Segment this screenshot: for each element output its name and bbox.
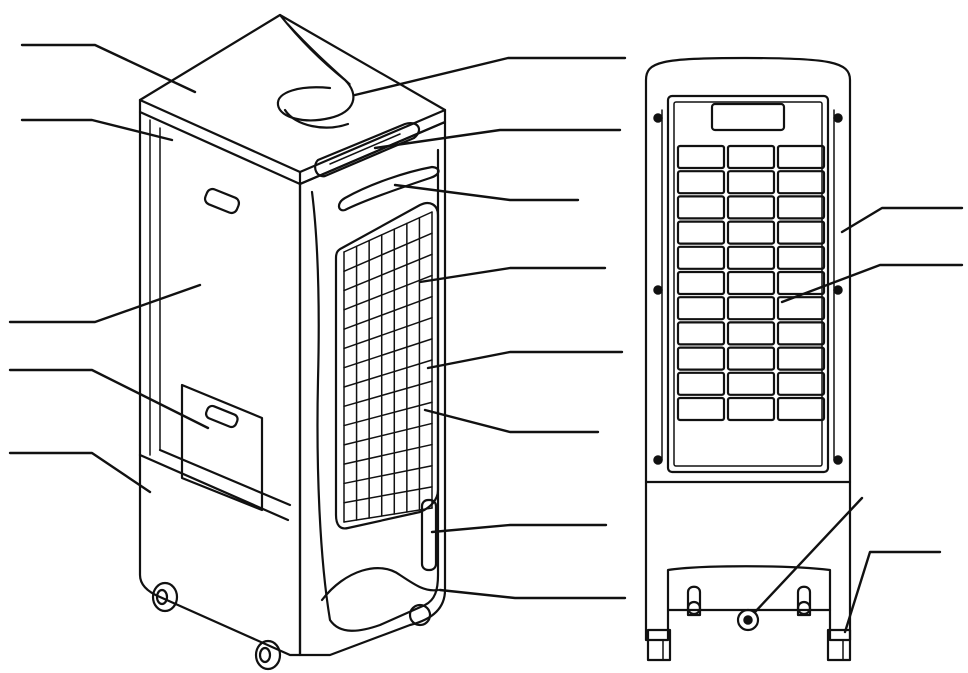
filter-cell — [776, 144, 826, 170]
filter-cell — [776, 346, 826, 371]
filter-cell — [726, 170, 776, 195]
grille-horizontal-bar — [343, 295, 433, 330]
leader-swing — [426, 350, 624, 370]
grille-horizontal-bar — [343, 401, 433, 427]
filter-cell — [776, 270, 826, 296]
leader-top-vent — [393, 183, 580, 202]
filter-cell — [726, 396, 776, 422]
filter-cell — [726, 270, 776, 296]
top-handle — [276, 13, 355, 129]
leader-handle — [353, 56, 627, 97]
grille-horizontal-bar — [343, 507, 433, 523]
rear-casters — [646, 628, 852, 662]
filter-cell — [676, 144, 726, 170]
drain-plug — [736, 608, 760, 632]
leader-front-base — [438, 588, 627, 600]
filter-cell — [776, 220, 826, 245]
grille-horizontal-bar — [343, 443, 433, 465]
filter-cells — [676, 144, 826, 422]
grille-horizontal-bar — [343, 274, 433, 311]
grille-horizontal-bar — [343, 359, 433, 388]
leader-grille-edge — [423, 408, 600, 434]
filter-cell — [776, 296, 826, 321]
filter-cell — [676, 396, 726, 422]
callout-leaders — [8, 43, 964, 634]
leader-rear-frame — [840, 206, 964, 234]
filter-cell — [776, 371, 826, 396]
filter-cell — [676, 245, 726, 270]
filter-cell — [676, 195, 726, 220]
filter-cell — [726, 296, 776, 321]
filter-cell — [776, 245, 826, 270]
leader-water-tank — [8, 368, 210, 430]
filter-cell — [676, 321, 726, 346]
leader-top-lid — [20, 43, 197, 94]
grille-horizontal-bar — [343, 380, 433, 408]
filter-cell — [726, 245, 776, 270]
side-panel — [138, 110, 302, 657]
filter-cell — [676, 170, 726, 195]
mounting-screws — [653, 113, 843, 465]
leader-top-edge — [20, 118, 174, 142]
louver-grid — [343, 211, 433, 523]
filter-cell — [776, 195, 826, 220]
grille-horizontal-bar — [343, 338, 433, 369]
grille-horizontal-bar — [343, 316, 433, 350]
filter-cell — [676, 371, 726, 396]
filter-cell — [726, 371, 776, 396]
leader-rear-caster — [843, 550, 942, 634]
grille-horizontal-bar — [343, 486, 433, 504]
leader-drain — [753, 496, 864, 614]
filter-cell — [776, 170, 826, 195]
filter-cell — [726, 144, 776, 170]
grille-horizontal-bar — [343, 422, 433, 446]
leader-filter — [780, 263, 964, 304]
filter-cell — [726, 321, 776, 346]
filter-cell — [676, 220, 726, 245]
filter-cell — [726, 346, 776, 371]
leader-front-slot — [430, 523, 608, 534]
top-lid — [138, 13, 447, 186]
leader-control-panel — [373, 128, 622, 150]
front-face — [298, 120, 447, 657]
filter-cell — [676, 296, 726, 321]
filter-cell — [676, 346, 726, 371]
leader-base — [8, 451, 152, 494]
filter-cell — [726, 195, 776, 220]
leader-side-panel — [8, 283, 202, 324]
rear-view — [644, 56, 852, 662]
filter-cell — [776, 321, 826, 346]
front-view — [138, 13, 447, 671]
filter-cell — [726, 220, 776, 245]
front-casters — [151, 581, 432, 671]
grille-horizontal-bar — [343, 253, 433, 292]
grille-horizontal-bar — [343, 464, 433, 485]
filter-cell — [776, 396, 826, 422]
grille-horizontal-bar — [343, 232, 433, 273]
leader-louver — [418, 266, 607, 284]
filter-cell — [676, 270, 726, 296]
rear-connectors — [686, 585, 812, 617]
grille-horizontal-bar — [343, 211, 433, 253]
control-panel — [314, 122, 421, 178]
